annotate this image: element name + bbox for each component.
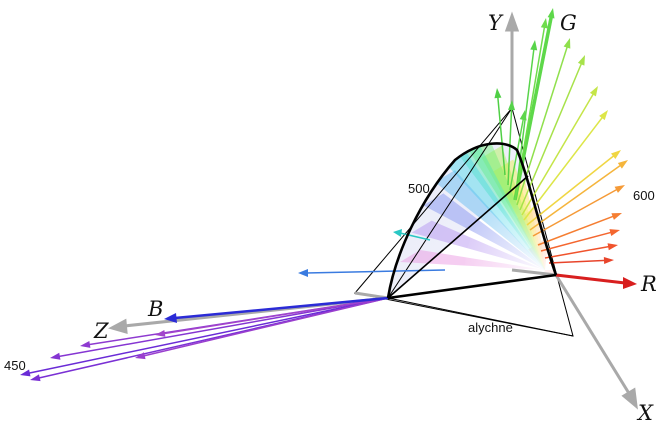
- z-axis-arrowhead: [108, 318, 128, 335]
- y-axis-arrowhead: [504, 11, 520, 32]
- green-up-arrow-2-shaft: [509, 117, 525, 191]
- chroma-boundary-line: [387, 175, 529, 299]
- green-up-arrow-0-head: [494, 88, 502, 99]
- spectral-arrow-8-shaft: [529, 164, 622, 231]
- violet-arrow-3-head: [80, 341, 91, 348]
- wavelength-500-label: 500: [408, 181, 430, 196]
- spectral-arrow-1-head: [530, 40, 538, 51]
- spectral-arrow-10-shaft: [537, 215, 615, 246]
- spectral-arrow-5-head: [589, 86, 598, 97]
- r-axis-arrow: [555, 273, 626, 285]
- spectral-arrow-0-head: [547, 8, 555, 19]
- violet-arrow-5-head: [155, 329, 166, 337]
- alychne-label: alychne: [468, 320, 513, 335]
- r-axis-arrowhead: [623, 277, 637, 289]
- violet-arrow-2-head: [50, 352, 61, 360]
- spectral-arrow-6-head: [599, 110, 608, 121]
- spectral-arrow-7-shaft: [526, 154, 616, 226]
- locus-fill: [388, 143, 556, 298]
- violet-arrow-5-shaft: [162, 297, 389, 335]
- spectral-arrow-11-head: [609, 229, 620, 236]
- violet-arrow-4-shaft: [142, 297, 389, 357]
- spectral-arrow-13-shaft: [548, 259, 607, 264]
- spectral-arrow-13-head: [603, 256, 614, 264]
- spectral-locus-outline: [386, 142, 558, 299]
- green-cyan-arrow: [399, 232, 431, 241]
- gray-axes: [108, 11, 638, 410]
- spectral-arrow-11-shaft: [540, 231, 613, 252]
- wavelength-450-label: 450: [4, 358, 26, 373]
- r-axis-gray: [511, 268, 557, 277]
- green-up-arrow-0-shaft: [496, 95, 506, 176]
- purple-line: [387, 273, 557, 300]
- spectral-arrow-9-shaft: [532, 188, 619, 237]
- locus-upper-region: [388, 143, 528, 298]
- green-up-arrow-1-head: [508, 100, 516, 111]
- violet-arrow-0-shaft: [27, 297, 389, 375]
- b-axis-label: B: [147, 297, 163, 321]
- b-axis-arrowhead: [164, 313, 177, 323]
- spectral-arrow-6-shaft: [523, 115, 604, 221]
- spectral-arrow-2-shaft: [514, 25, 546, 201]
- z-axis-label: Z: [93, 319, 109, 343]
- violet-arrow-1-head: [30, 374, 41, 382]
- spectral-arrow-4-shaft: [519, 62, 583, 211]
- b-axis-arrow: [174, 296, 389, 320]
- r-axis-label: R: [640, 272, 657, 296]
- g-axis-label: G: [560, 11, 577, 35]
- spectral-arrow-12-shaft: [544, 245, 611, 259]
- spectral-arrow-4-head: [577, 55, 585, 66]
- white-point-glow: [465, 188, 556, 298]
- spectral-arrow-2-head: [540, 18, 548, 29]
- y-axis-label: Y: [488, 11, 504, 35]
- violet-arrow-2-shaft: [57, 297, 389, 358]
- violet-arrow-4-head: [135, 352, 146, 360]
- spectral-arrow-10-head: [611, 213, 622, 220]
- wavelength-600-label: 600: [633, 188, 655, 203]
- spectral-arrow-9-head: [614, 185, 625, 193]
- x-axis-label: X: [636, 401, 654, 423]
- x-axis-line: [554, 274, 632, 396]
- spectral-arrows: [20, 8, 628, 382]
- cyan-blue-arrow: [305, 269, 446, 274]
- spectral-arrow-12-head: [607, 243, 618, 251]
- spectral-arrow-3-head: [563, 38, 571, 49]
- spectral-arrow-7-head: [611, 150, 621, 159]
- spectral-arrow-0-shaft: [513, 15, 554, 201]
- violet-arrow-0-head: [20, 369, 31, 377]
- x-axis-arrowhead: [621, 387, 638, 410]
- spectral-arrow-1-shaft: [514, 47, 535, 201]
- spectral-arrow-5-shaft: [521, 92, 595, 216]
- primary-arrows: [164, 229, 637, 323]
- green-up-arrow-2-head: [519, 110, 527, 121]
- spectral-arrow-8-head: [617, 160, 628, 169]
